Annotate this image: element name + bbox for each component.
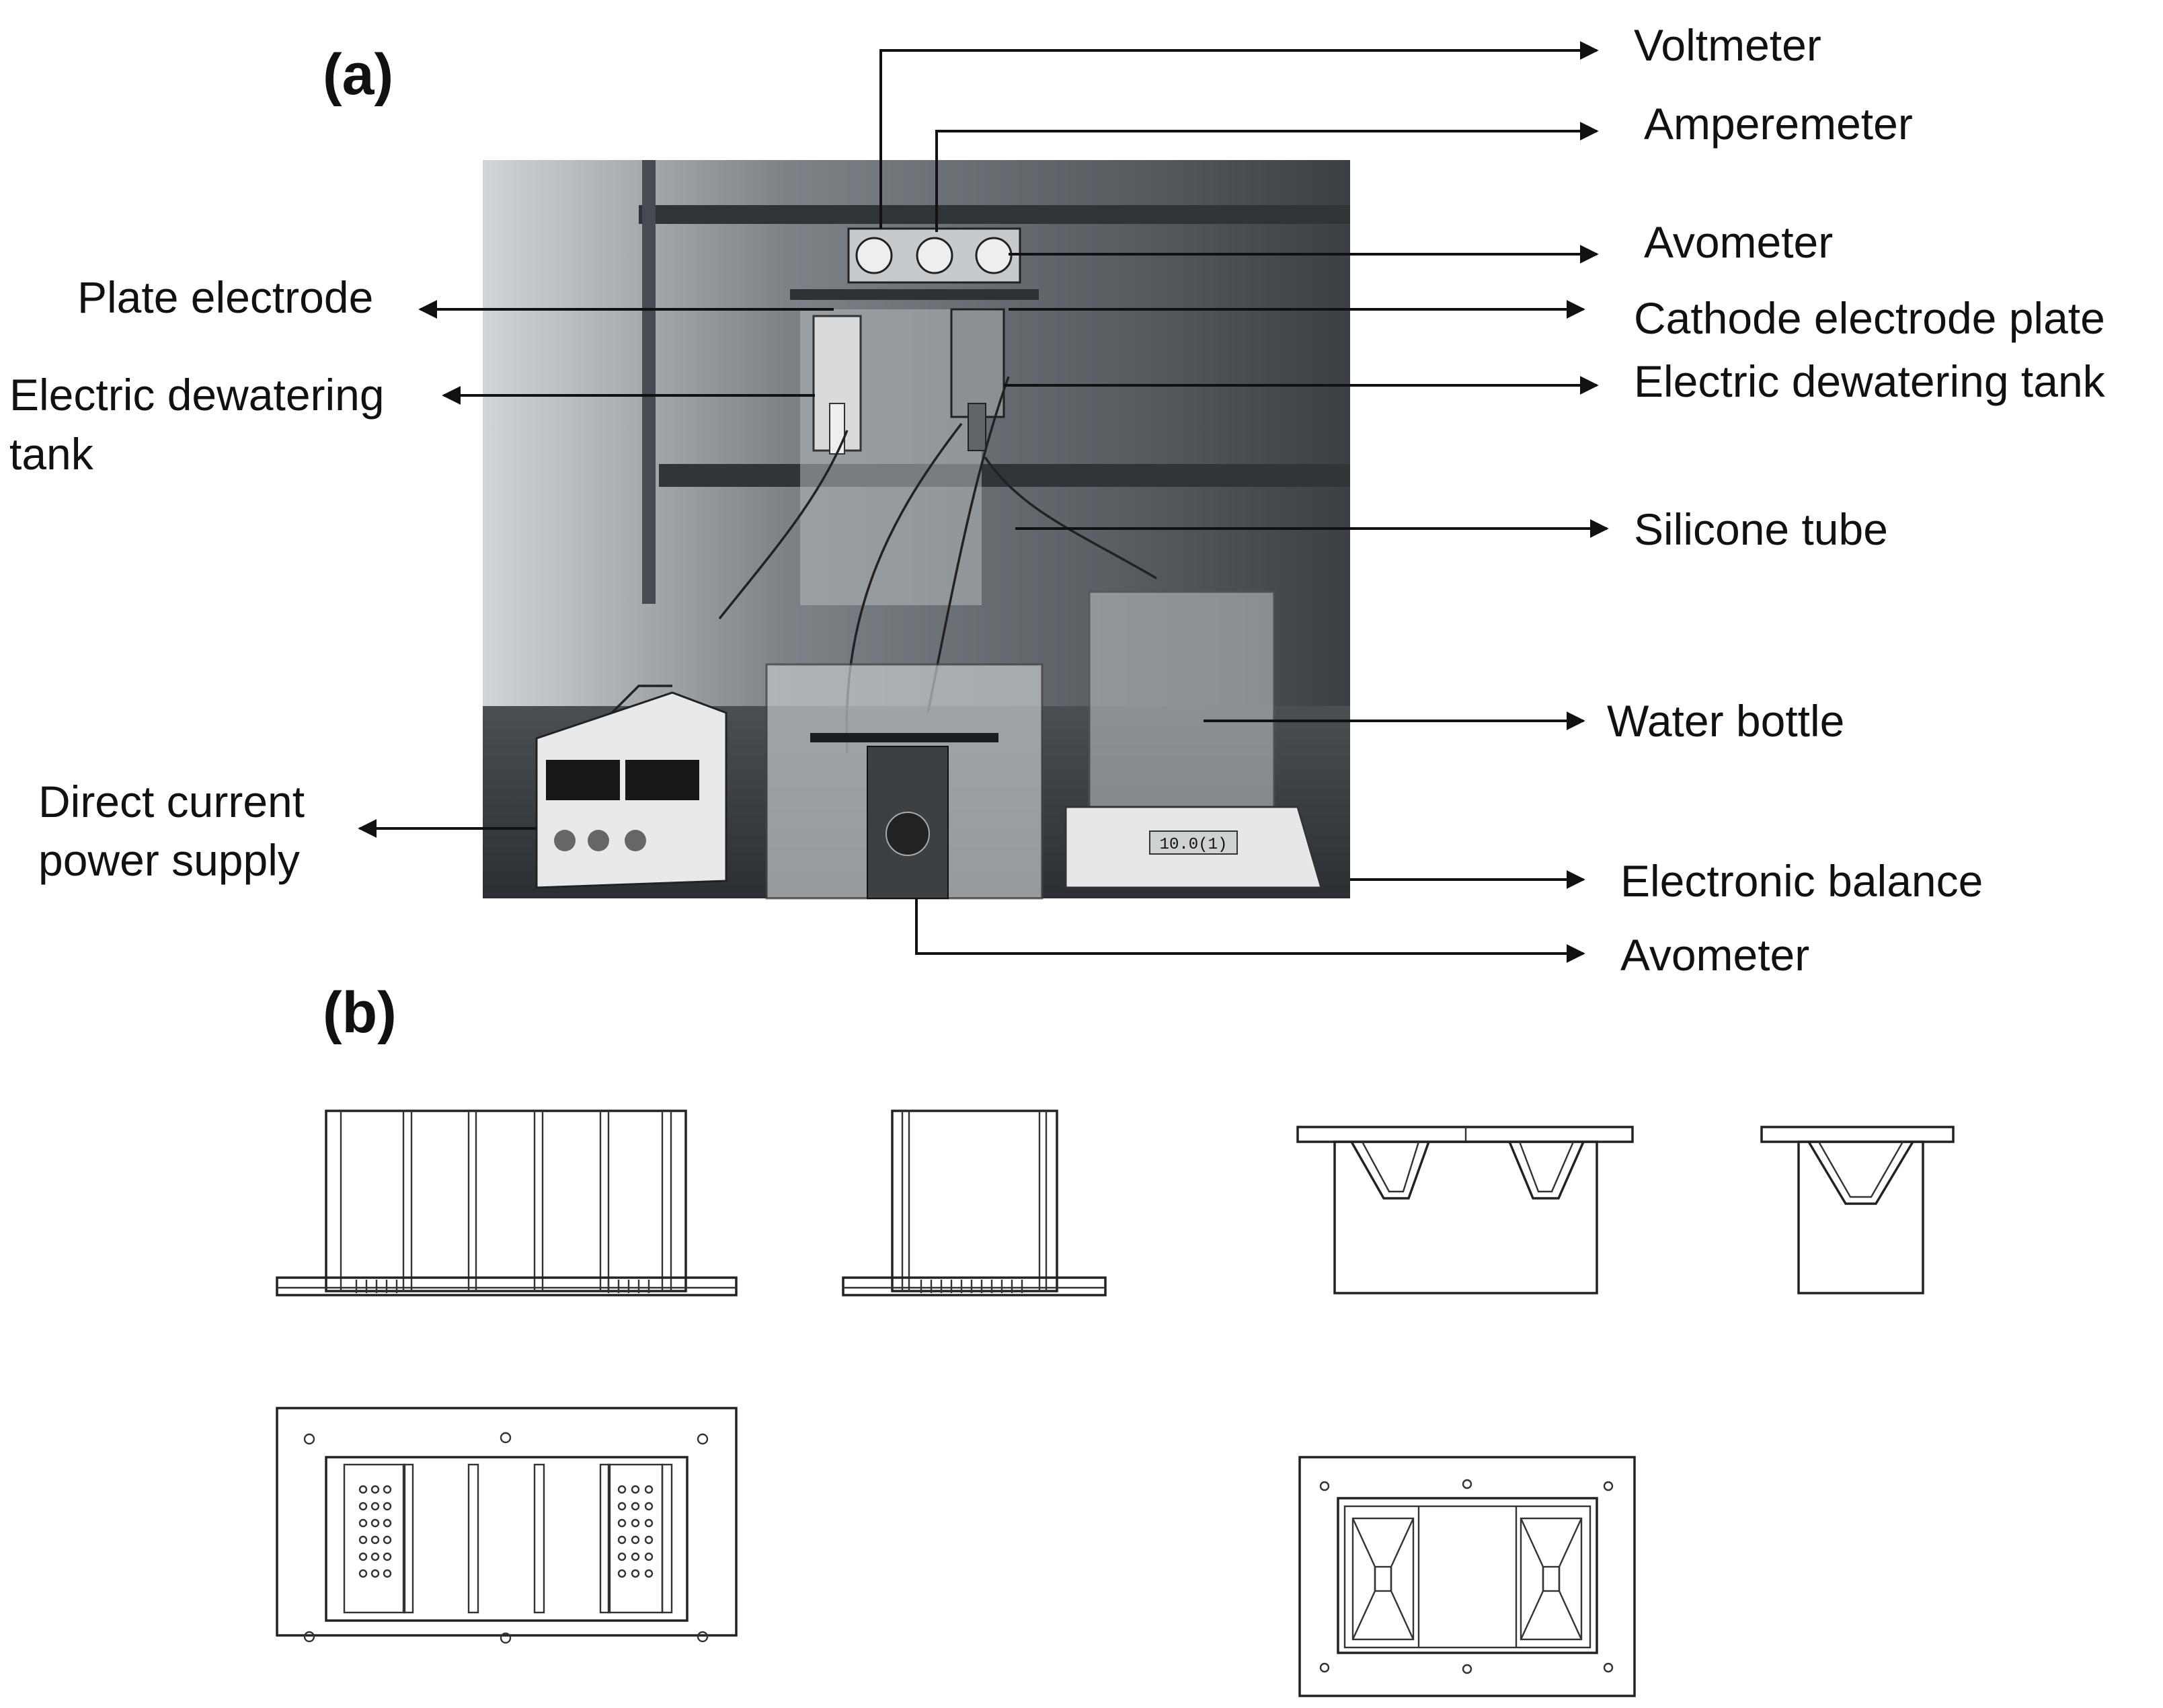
funnel-right-plan	[1520, 1517, 1583, 1641]
shelf-rail	[659, 464, 1350, 487]
callout-electronic-balance: Electronic balance	[1350, 856, 1983, 906]
right-dewatering-tank	[950, 308, 1005, 451]
callout-water-bottle: Water bottle	[1204, 696, 1844, 746]
callout-silicone-tube: Silicone tube	[1015, 504, 1888, 554]
drawing-side-view-cathode	[1760, 1126, 1955, 1294]
drawing-front-view-cathode	[1296, 1126, 1634, 1294]
label-dc-supply-line1: Direct current	[38, 777, 305, 826]
label-avometer-bottom: Avometer	[1620, 930, 1809, 980]
meter-panel	[847, 227, 1021, 284]
callout-tank-left: Electric dewatering tank	[9, 370, 815, 479]
drawing-front-view-tank	[276, 1110, 738, 1296]
callout-plate-electrode: Plate electrode	[77, 272, 834, 322]
label-water-bottle: Water bottle	[1607, 696, 1844, 746]
drawing-side-view-tank	[842, 1110, 1107, 1296]
label-silicone-tube: Silicone tube	[1634, 504, 1888, 554]
callout-avometer-bottom: Avometer	[915, 898, 1809, 980]
callout-dc-supply: Direct current power supply	[38, 777, 537, 885]
electronic-balance: 10.0(1)	[1064, 590, 1323, 889]
balance-display: 10.0(1)	[1160, 836, 1228, 854]
drawing-plan-view-cathode	[1298, 1456, 1636, 1697]
label-amperemeter: Amperemeter	[1644, 99, 1913, 149]
label-dc-supply-line2: power supply	[38, 835, 300, 885]
label-tank-left-line1: Electric dewatering	[9, 370, 385, 420]
label-voltmeter: Voltmeter	[1634, 20, 1821, 70]
drawing-plan-view-tank	[276, 1407, 738, 1644]
left-dewatering-tank	[812, 315, 862, 455]
callout-avometer-top: Avometer	[1009, 217, 1833, 267]
label-avometer-top: Avometer	[1644, 217, 1833, 267]
label-plate-electrode: Plate electrode	[77, 272, 373, 322]
middle-storage-box	[765, 663, 1044, 900]
funnel-left-plan	[1351, 1517, 1415, 1641]
callout-voltmeter: Voltmeter	[879, 20, 1821, 229]
panel-label-b: (b)	[323, 980, 397, 1045]
shelf-rail	[639, 205, 1350, 224]
panel-label-a: (a)	[323, 42, 393, 107]
callout-amperemeter: Amperemeter	[935, 99, 1913, 232]
dc-power-supply	[535, 685, 727, 889]
label-tank-right: Electric dewatering tank	[1634, 356, 2106, 406]
label-electronic-balance: Electronic balance	[1620, 856, 1983, 906]
label-tank-left-line2: tank	[9, 429, 94, 479]
callout-cathode-plate: Cathode electrode plate	[1009, 293, 2105, 343]
label-cathode-plate: Cathode electrode plate	[1634, 293, 2105, 343]
callout-tank-right: Electric dewatering tank	[1004, 356, 2106, 406]
